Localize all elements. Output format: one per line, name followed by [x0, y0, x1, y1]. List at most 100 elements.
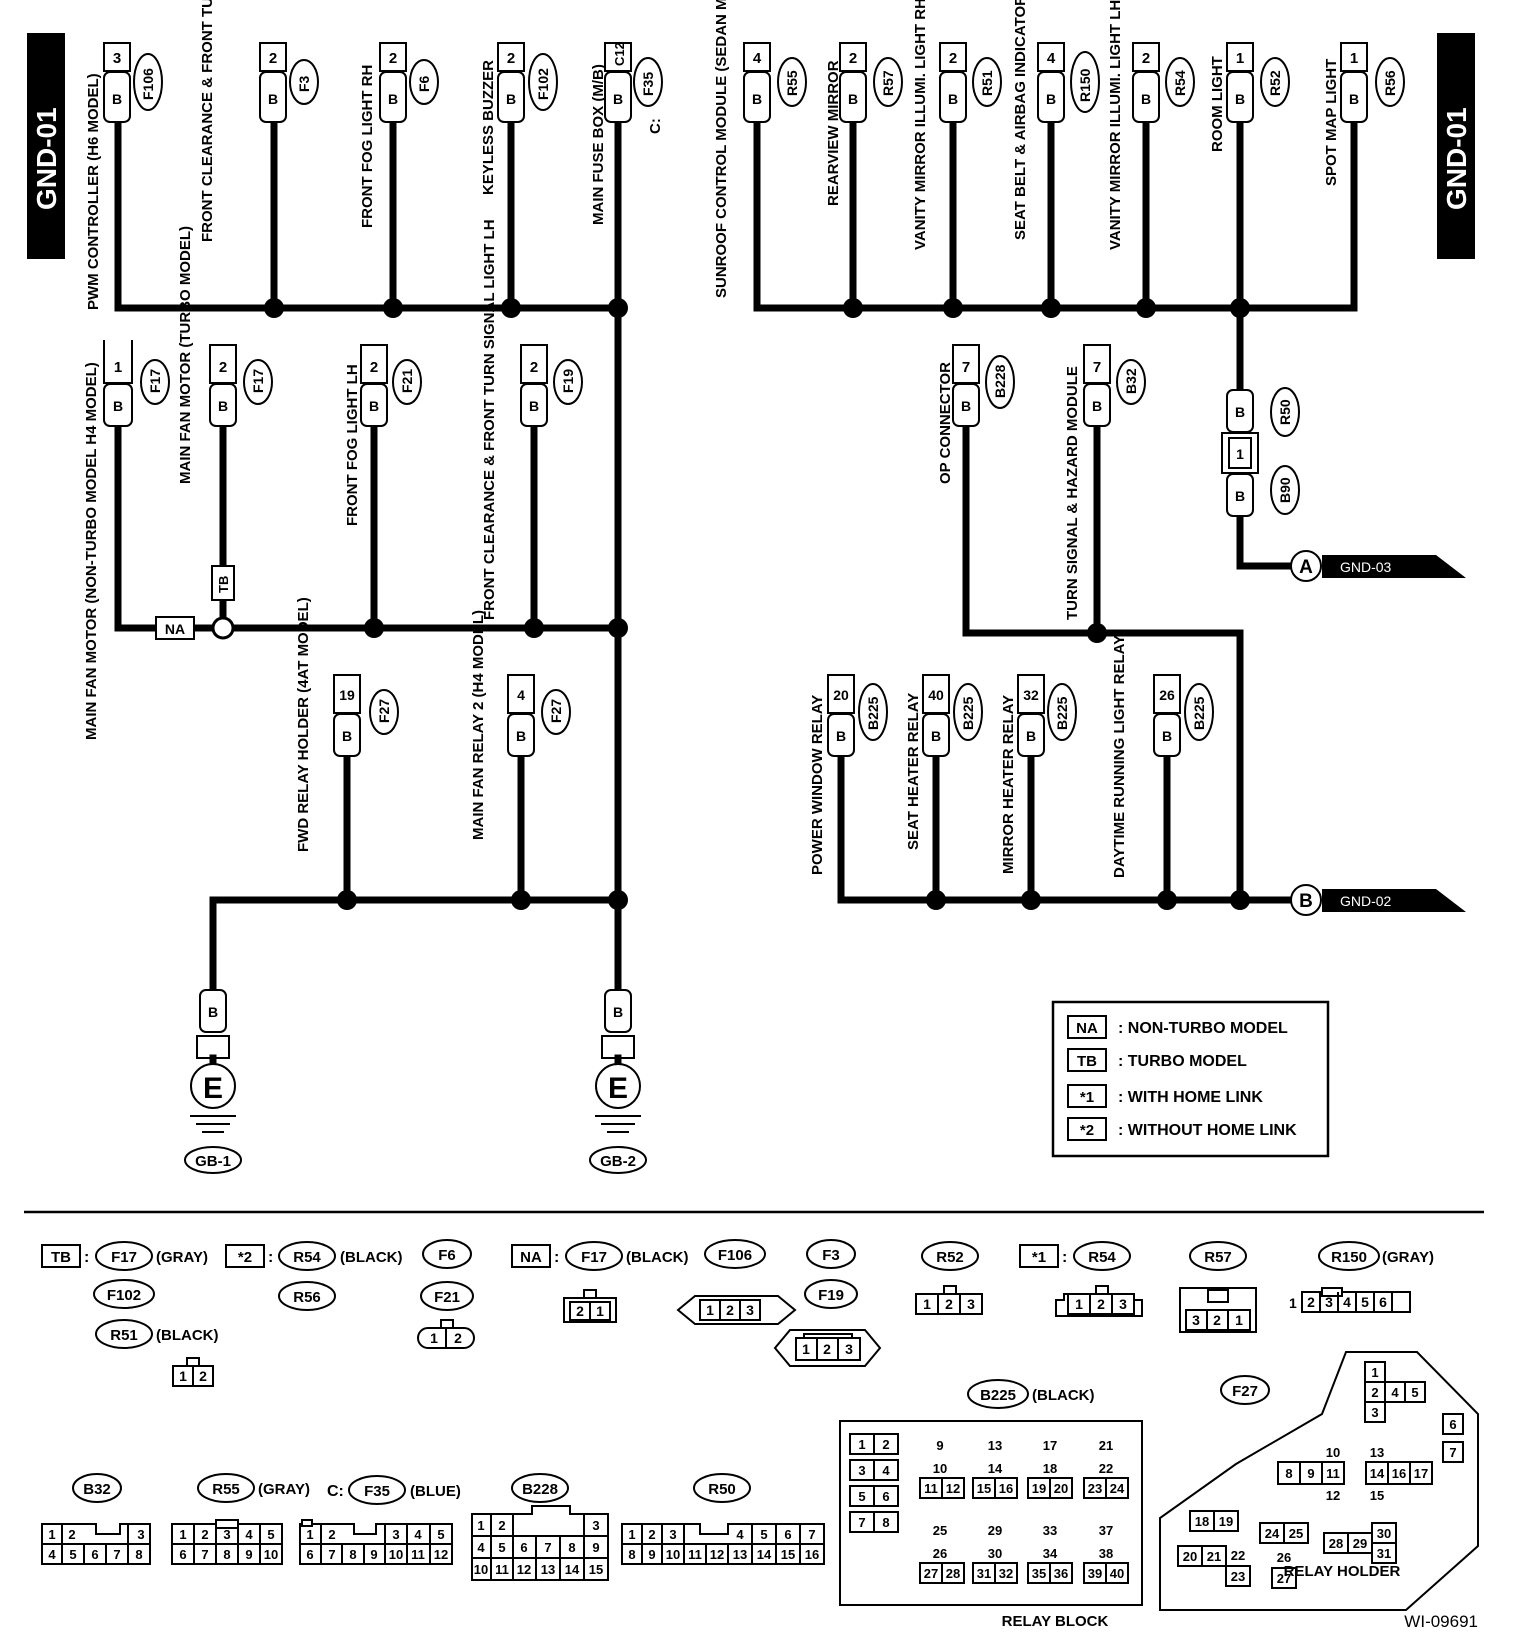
svg-text:*2: *2 — [1080, 1122, 1094, 1139]
svg-text:B32: B32 — [83, 1481, 111, 1498]
svg-text:4: 4 — [477, 1540, 485, 1555]
svg-text:6: 6 — [520, 1540, 527, 1555]
connector-b225-20: 20 B B225 POWER WINDOW RELAY — [809, 674, 888, 875]
connector-r54: 2 B R54 VANITY MIRROR ILLUMI. LIGHT LH — [1107, 0, 1195, 250]
svg-text:2: 2 — [1097, 1296, 1105, 1312]
svg-text:2: 2 — [370, 359, 378, 376]
svg-text:17: 17 — [1414, 1466, 1428, 1481]
svg-text:25: 25 — [933, 1523, 947, 1538]
svg-text::: : — [268, 1249, 273, 1266]
svg-text:*1: *1 — [1080, 1089, 1094, 1106]
svg-text:B: B — [342, 728, 352, 744]
svg-text:3: 3 — [592, 1518, 599, 1533]
svg-text:: NON-TURBO MODEL: : NON-TURBO MODEL — [1118, 1020, 1288, 1037]
svg-text:F17: F17 — [111, 1249, 137, 1266]
svg-text:B: B — [1349, 91, 1359, 107]
svg-text:1: 1 — [1236, 50, 1244, 67]
svg-text:12: 12 — [1326, 1488, 1340, 1503]
svg-text:8: 8 — [349, 1547, 356, 1562]
svg-text:: WITHOUT HOME LINK: : WITHOUT HOME LINK — [1118, 1122, 1297, 1139]
svg-text:5: 5 — [498, 1540, 505, 1555]
svg-text:9: 9 — [245, 1547, 252, 1562]
svg-text:11: 11 — [495, 1562, 509, 1577]
svg-text:32: 32 — [999, 1566, 1013, 1581]
svg-text:OP CONNECTOR: OP CONNECTOR — [937, 362, 954, 484]
svg-text:7: 7 — [1093, 359, 1101, 376]
legend: NA : NON-TURBO MODEL TB : TURBO MODEL *1… — [1051, 1000, 1330, 1158]
svg-text:TB: TB — [51, 1249, 71, 1266]
svg-text:4: 4 — [753, 50, 762, 67]
svg-text:F102: F102 — [535, 68, 551, 100]
svg-text:FRONT CLEARANCE & FRONT TURN S: FRONT CLEARANCE & FRONT TURN SIGNAL LIGH… — [199, 0, 216, 242]
svg-text:MIRROR HEATER RELAY: MIRROR HEATER RELAY — [1000, 695, 1017, 874]
svg-text:B228: B228 — [522, 1481, 558, 1498]
svg-text:F27: F27 — [376, 699, 392, 723]
svg-text:F102: F102 — [107, 1287, 141, 1304]
svg-text:RELAY HOLDER: RELAY HOLDER — [1284, 1563, 1401, 1580]
svg-text:R54: R54 — [1172, 70, 1188, 96]
svg-text:R54: R54 — [293, 1249, 321, 1266]
svg-text:2: 2 — [949, 50, 957, 67]
svg-text:11: 11 — [1326, 1466, 1340, 1481]
svg-text:27: 27 — [1277, 1571, 1291, 1586]
svg-text:6: 6 — [91, 1547, 98, 1562]
svg-text:3: 3 — [845, 1341, 853, 1357]
svg-text:8: 8 — [1285, 1466, 1292, 1481]
svg-text:B: B — [1235, 488, 1245, 504]
svg-text:2: 2 — [945, 1296, 953, 1312]
svg-text:12: 12 — [946, 1481, 960, 1496]
svg-text:3: 3 — [392, 1527, 399, 1542]
svg-text:6: 6 — [306, 1547, 313, 1562]
svg-text:2: 2 — [269, 50, 277, 67]
svg-text:B: B — [848, 91, 858, 107]
svg-text:2: 2 — [823, 1341, 831, 1357]
svg-text:2: 2 — [576, 1303, 584, 1319]
title-right: GND-01 — [1441, 107, 1472, 210]
svg-text:SEAT BELT & AIRBAG INDICATOR L: SEAT BELT & AIRBAG INDICATOR LIGHT — [1012, 0, 1029, 240]
svg-text:(GRAY): (GRAY) — [156, 1249, 208, 1266]
svg-text:B225: B225 — [865, 696, 881, 730]
svg-text:14: 14 — [565, 1562, 580, 1577]
svg-text:RELAY BLOCK: RELAY BLOCK — [1002, 1613, 1109, 1630]
svg-text:12: 12 — [434, 1547, 448, 1562]
svg-text:B: B — [1026, 728, 1036, 744]
svg-text:B: B — [1092, 398, 1102, 414]
svg-text:8: 8 — [628, 1547, 635, 1562]
svg-text:6: 6 — [882, 1489, 889, 1504]
svg-text:30: 30 — [1377, 1526, 1391, 1541]
svg-text:33: 33 — [1043, 1523, 1057, 1538]
svg-text:B: B — [369, 398, 379, 414]
svg-text:(GRAY): (GRAY) — [1382, 1249, 1434, 1266]
svg-text:VANITY MIRROR ILLUMI. LIGHT LH: VANITY MIRROR ILLUMI. LIGHT LH — [1107, 0, 1124, 250]
svg-text:VANITY MIRROR ILLUMI. LIGHT RH: VANITY MIRROR ILLUMI. LIGHT RH — [912, 0, 929, 250]
svg-text:TB: TB — [216, 576, 231, 593]
svg-text:1: 1 — [306, 1527, 313, 1542]
optional-splice — [211, 616, 235, 640]
svg-text:R150: R150 — [1331, 1249, 1367, 1266]
svg-text:32: 32 — [1023, 687, 1039, 703]
arrow-to-gnd-02: B GND-02 — [1290, 884, 1466, 916]
svg-text:16: 16 — [1392, 1466, 1406, 1481]
svg-text:28: 28 — [1329, 1536, 1343, 1551]
connector-r52: 1 B R52 ROOM LIGHT — [1209, 42, 1290, 152]
svg-text:R56: R56 — [1382, 70, 1398, 96]
svg-text:F3: F3 — [822, 1247, 840, 1264]
svg-text:3: 3 — [1119, 1296, 1127, 1312]
svg-text:MAIN FAN RELAY 2 (H4 MODEL): MAIN FAN RELAY 2 (H4 MODEL) — [470, 610, 487, 840]
svg-text:*2: *2 — [238, 1249, 252, 1266]
svg-text:3: 3 — [1371, 1405, 1378, 1420]
svg-text:C:: C: — [327, 1483, 344, 1500]
svg-text:B228: B228 — [992, 364, 1008, 398]
svg-text:*1: *1 — [1032, 1249, 1046, 1266]
svg-text:11: 11 — [411, 1547, 425, 1562]
svg-text:1: 1 — [858, 1437, 865, 1452]
svg-text:34: 34 — [1043, 1546, 1058, 1561]
svg-text:4: 4 — [245, 1527, 253, 1542]
svg-text:FRONT CLEARANCE & FRONT TURN S: FRONT CLEARANCE & FRONT TURN SIGNAL LIGH… — [481, 219, 498, 620]
svg-text:37: 37 — [1099, 1523, 1113, 1538]
middle-right-wires — [962, 416, 1244, 904]
svg-text::: : — [84, 1249, 89, 1266]
svg-text:3: 3 — [967, 1296, 975, 1312]
svg-text:13: 13 — [733, 1547, 747, 1562]
